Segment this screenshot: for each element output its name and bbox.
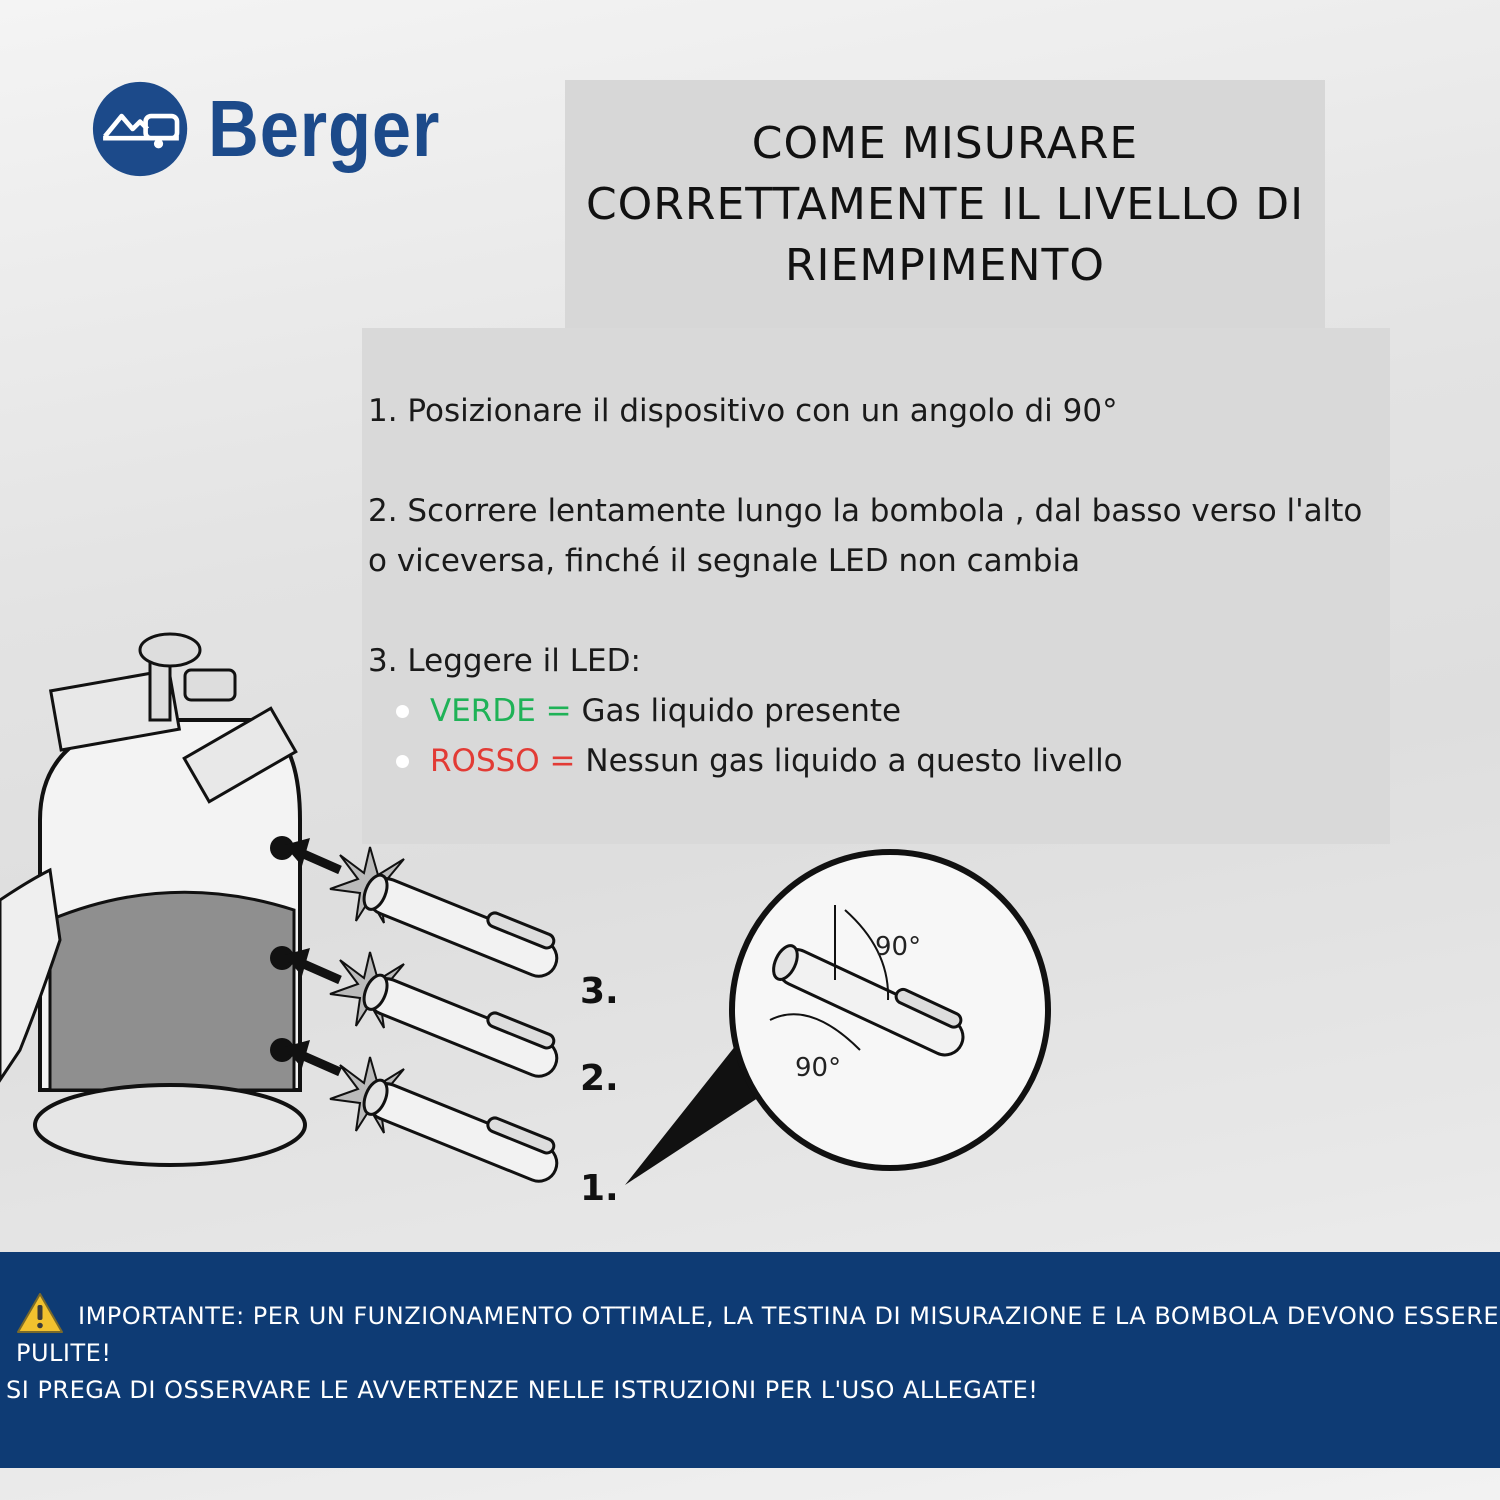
angle-label-bottom: 90° (795, 1053, 841, 1083)
important-notice: IMPORTANTE: PER UN FUNZIONAMENTO OTTIMAL… (0, 1252, 1500, 1468)
notice-text-1: IMPORTANTE: PER UN FUNZIONAMENTO OTTIMAL… (16, 1302, 1500, 1367)
step-label-1: 1. (580, 1168, 619, 1209)
gas-cylinder (0, 632, 307, 1167)
led-legend: VERDE = Gas liquido presente ROSSO = Nes… (368, 686, 1384, 786)
led-legend-green: VERDE = Gas liquido presente (396, 686, 1384, 736)
angle-detail-circle: 90° 90° (729, 849, 1051, 1171)
notice-text-2: SI PREGA DI OSSERVARE LE AVVERTENZE NELL… (6, 1376, 1039, 1404)
notice-line-1: IMPORTANTE: PER UN FUNZIONAMENTO OTTIMAL… (0, 1293, 1500, 1372)
led-red-text: Nessun gas liquido a questo livello (575, 743, 1123, 779)
warning-icon (17, 1293, 63, 1333)
instruction-step-2: 2. Scorrere lentamente lungo la bombola … (368, 493, 1363, 579)
measurement-illustration: 3. 2. 1. 90° 90° (0, 632, 1051, 1209)
brand-name: Berger (208, 84, 441, 173)
step-label-2: 2. (580, 1058, 619, 1099)
title-panel: COME MISURARE CORRETTAMENTE IL LIVELLO D… (565, 80, 1325, 328)
instructions-panel: 1. Posizionare il dispositivo con un ang… (362, 328, 1390, 844)
led-green-text: Gas liquido presente (571, 693, 902, 729)
page-title: COME MISURARE CORRETTAMENTE IL LIVELLO D… (585, 117, 1305, 291)
instruction-step-1: 1. Posizionare il dispositivo con un ang… (368, 393, 1118, 429)
led-green-label: VERDE = (430, 693, 572, 729)
led-legend-red: ROSSO = Nessun gas liquido a questo live… (396, 736, 1384, 786)
step-label-3: 3. (580, 971, 619, 1012)
brand-logo: Berger (92, 74, 472, 184)
angle-label-top: 90° (875, 932, 921, 962)
instruction-step-3: 3. Leggere il LED: (368, 643, 641, 679)
camper-logo-icon (92, 81, 188, 177)
led-red-label: ROSSO = (430, 743, 576, 779)
